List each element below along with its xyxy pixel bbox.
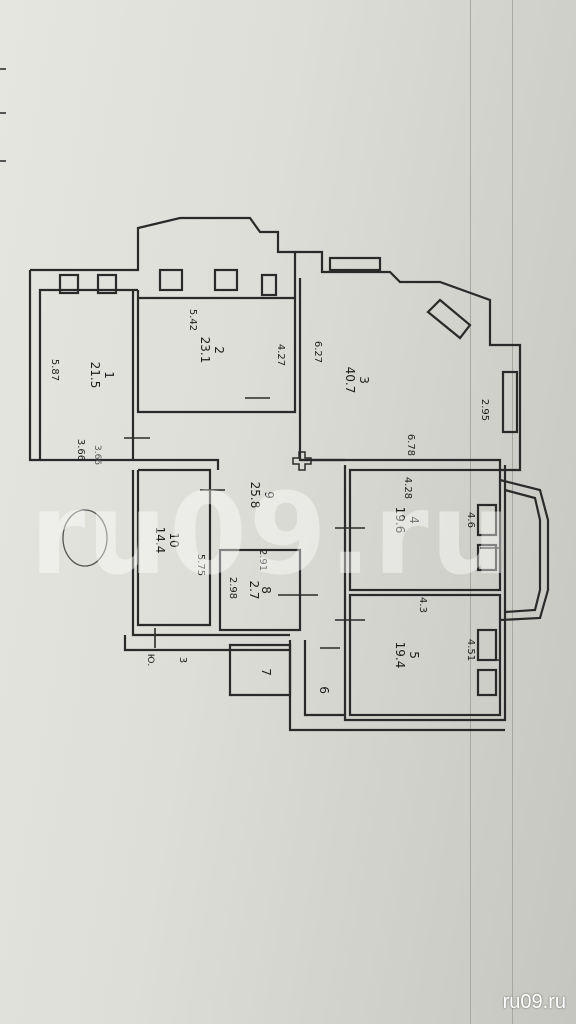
- room-labels: 1 21.5 2 23.1 3 40.7 4 19.6 5 19.4 6 7 8…: [88, 337, 421, 694]
- room-area-label: 21.5: [88, 362, 102, 389]
- room-area-label: 19.6: [393, 507, 407, 534]
- dimension-labels: 5.87 3.66 5.42 4.27 6.27 6.78 2.95 4.28 …: [49, 309, 490, 666]
- margin-mark: [0, 112, 6, 114]
- site-brand: ru09.ru: [502, 991, 566, 1013]
- dimension-label: 3.66: [92, 445, 102, 465]
- room-number-label: 8: [259, 586, 273, 594]
- dimension-label: 2.98: [227, 577, 238, 599]
- room-area-label: 25.8: [248, 482, 262, 509]
- dimension-label: 4.51: [465, 639, 476, 661]
- dimension-label: 3.66: [75, 439, 86, 461]
- room-number-label: 2: [212, 346, 226, 354]
- hand-drawn-circle: [62, 509, 108, 567]
- dimension-label: 4.3: [417, 597, 428, 613]
- door-ticks: [124, 397, 500, 661]
- dimension-label: 4.28: [402, 477, 413, 499]
- dimension-label: 6.27: [312, 341, 323, 363]
- dimension-label: 4.6: [465, 512, 476, 528]
- room-number-label: 4: [407, 516, 421, 524]
- dimension-label: 5.42: [187, 309, 198, 331]
- room-area-label: 14.4: [153, 527, 167, 554]
- margin-mark: [0, 160, 6, 162]
- room-area-label: 23.1: [198, 337, 212, 364]
- paper-fold-line: [470, 0, 471, 1024]
- dimension-label: 2.91: [257, 549, 268, 571]
- dimension-label: 5.87: [49, 359, 60, 381]
- plan-walls: [28, 216, 550, 732]
- margin-mark: [0, 68, 6, 70]
- room-number-label: 3: [357, 376, 371, 384]
- room-number-label: 5: [407, 651, 421, 659]
- dimension-label: 6.78: [405, 434, 416, 456]
- dimension-label: 2.95: [479, 399, 490, 421]
- room-area-label: 2.7: [247, 580, 261, 599]
- dimension-label: 3: [177, 657, 188, 663]
- entrance-cross: [292, 451, 312, 471]
- room-number-label: 9: [262, 491, 276, 499]
- dimension-label: 5.75: [195, 554, 206, 576]
- room-number-label: 6: [317, 686, 331, 694]
- room-number-label: 1: [102, 371, 116, 379]
- dimension-label: 4.27: [275, 344, 286, 366]
- room-area-label: 40.7: [343, 367, 357, 394]
- room-number-label: 7: [259, 668, 273, 676]
- misc-label: Ю.: [145, 654, 155, 667]
- room-area-label: 19.4: [393, 642, 407, 669]
- room-number-label: 10: [167, 532, 181, 547]
- paper-fold-line: [512, 0, 513, 1024]
